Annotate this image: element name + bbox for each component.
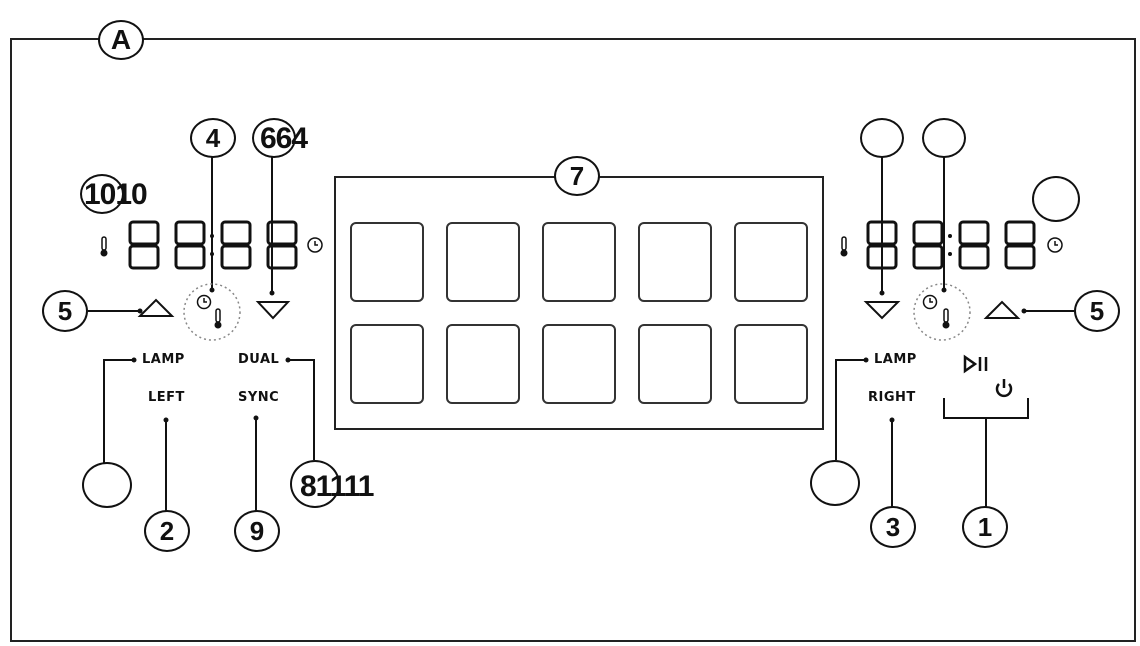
callout-2-text: 2 bbox=[159, 516, 175, 546]
callout-4-text: 4 bbox=[205, 123, 221, 153]
callout-blank bbox=[922, 118, 966, 158]
thermometer-icon bbox=[942, 308, 950, 329]
callout-blank bbox=[80, 174, 124, 214]
left-seven-segment-display bbox=[128, 220, 298, 270]
callout-blank bbox=[860, 118, 904, 158]
display-tile bbox=[734, 222, 808, 302]
callout-9: 9 bbox=[234, 510, 280, 552]
callout-5-left: 5 bbox=[42, 290, 88, 332]
callout-7: 7 bbox=[554, 156, 600, 196]
display-tile bbox=[446, 324, 520, 404]
callout-blank bbox=[290, 460, 340, 508]
thermometer-icon bbox=[840, 236, 848, 257]
overlay-label-1010: 1010 bbox=[84, 178, 148, 211]
play-pause-icon bbox=[963, 354, 988, 374]
display-tile bbox=[446, 222, 520, 302]
clock-icon bbox=[922, 294, 938, 310]
display-tile bbox=[542, 324, 616, 404]
sync-label: SYNC bbox=[238, 390, 280, 405]
left-lamp-label: LAMP bbox=[142, 352, 185, 367]
callout-5-left-text: 5 bbox=[57, 296, 73, 326]
callout-9-text: 9 bbox=[249, 516, 265, 546]
display-tile bbox=[734, 324, 808, 404]
callout-1-text: 1 bbox=[977, 512, 993, 542]
callout-blank bbox=[252, 118, 296, 158]
callout-blank bbox=[1032, 176, 1080, 222]
clock-icon bbox=[307, 237, 323, 253]
callout-blank bbox=[82, 462, 132, 508]
callout-2: 2 bbox=[144, 510, 190, 552]
dual-label: DUAL bbox=[238, 352, 280, 367]
callout-a: A bbox=[98, 20, 144, 60]
main-display bbox=[334, 176, 824, 430]
callout-3: 3 bbox=[870, 506, 916, 548]
right-lamp-label: LAMP bbox=[874, 352, 917, 367]
callout-a-text: A bbox=[110, 24, 132, 55]
left-label: LEFT bbox=[148, 390, 185, 405]
callout-7-text: 7 bbox=[569, 161, 585, 191]
clock-icon bbox=[196, 294, 212, 310]
display-tile bbox=[350, 324, 424, 404]
overlay-label-81111: 81111 bbox=[300, 470, 374, 503]
callout-5-right-text: 5 bbox=[1089, 296, 1105, 326]
display-tile bbox=[638, 222, 712, 302]
overlay-label-664: 664 bbox=[260, 122, 308, 155]
panel-frame bbox=[10, 38, 1136, 642]
thermometer-icon bbox=[214, 308, 222, 329]
clock-icon bbox=[1047, 237, 1063, 253]
display-tile bbox=[542, 222, 616, 302]
callout-1: 1 bbox=[962, 506, 1008, 548]
display-tile bbox=[638, 324, 712, 404]
callout-3-text: 3 bbox=[885, 512, 901, 542]
thermometer-icon bbox=[100, 236, 108, 257]
callout-4: 4 bbox=[190, 118, 236, 158]
callout-5-right: 5 bbox=[1074, 290, 1120, 332]
right-seven-segment-display bbox=[866, 220, 1036, 270]
power-icon bbox=[995, 379, 1013, 398]
right-label: RIGHT bbox=[868, 390, 916, 405]
callout-blank bbox=[810, 460, 860, 506]
display-tile bbox=[350, 222, 424, 302]
